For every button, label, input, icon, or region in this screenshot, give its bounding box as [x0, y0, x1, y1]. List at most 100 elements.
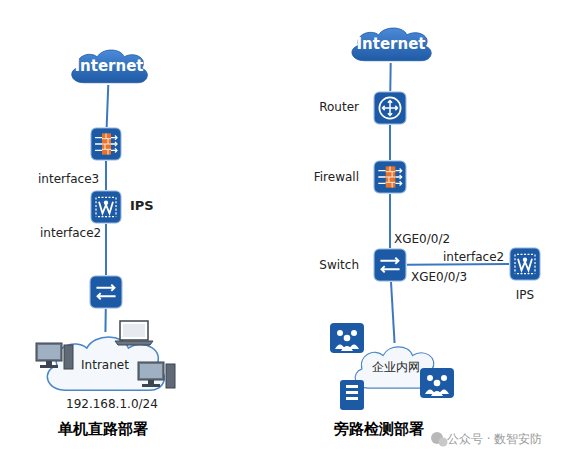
connector-line — [107, 85, 109, 127]
icon-part — [102, 133, 111, 154]
firewall-icon — [90, 127, 122, 161]
icon-part — [386, 166, 396, 187]
node-label: Internet — [67, 47, 151, 85]
icon-part — [120, 321, 148, 340]
icon-part — [91, 128, 121, 160]
desktop-computer — [138, 362, 175, 388]
icon-part — [40, 365, 58, 368]
connector-line — [390, 63, 391, 91]
icon-part — [105, 224, 107, 275]
icon-part — [140, 364, 162, 378]
node-label: Router — [319, 100, 359, 114]
icon-part — [115, 341, 153, 345]
icon-part — [510, 248, 540, 280]
icon-part — [434, 380, 441, 387]
icon-part — [346, 397, 358, 400]
icon-part — [391, 282, 395, 343]
icon-part — [166, 364, 175, 388]
device-icon — [89, 275, 123, 309]
connector-line — [391, 282, 395, 343]
port-label: interface3 — [38, 172, 99, 186]
icon-part — [344, 335, 351, 342]
port-label: XGE0/0/3 — [411, 270, 467, 284]
connector-line — [106, 224, 107, 275]
icon-part — [386, 166, 396, 187]
icon-part — [105, 161, 107, 190]
icon-part — [389, 63, 391, 91]
icon-part — [346, 385, 358, 388]
icon-part — [104, 309, 106, 332]
connector-line — [105, 309, 106, 332]
desktop-computer — [36, 343, 73, 369]
node-label: IPS — [130, 198, 154, 213]
laptop-computer — [115, 321, 153, 345]
port-label: interface2 — [443, 250, 504, 264]
icon-part — [374, 249, 406, 281]
connector-line — [390, 125, 391, 160]
internet-cloud: Internet — [67, 47, 151, 85]
icon-part — [96, 197, 116, 216]
port-label: 192.168.1.0/24 — [66, 397, 158, 411]
watermark: 公众号 · 数智安防 — [447, 431, 542, 448]
icon-part — [374, 92, 406, 124]
icon-part — [330, 323, 364, 353]
firewall-icon: Firewall — [373, 160, 407, 194]
user-group-icon — [420, 368, 454, 398]
icon-part — [380, 258, 399, 273]
icon-part — [91, 191, 121, 223]
icon-part — [123, 324, 145, 337]
node-label: Internet — [347, 25, 435, 63]
port-label: XGE0/0/2 — [394, 232, 450, 246]
connector-line — [390, 194, 391, 248]
device-icon — [90, 127, 122, 161]
icon-part — [335, 345, 359, 352]
user-group-icon — [330, 323, 364, 353]
ips-icon: IPS — [509, 247, 541, 281]
icon-part — [427, 375, 433, 381]
icon-part — [148, 380, 154, 384]
icon-part — [64, 345, 73, 369]
icon-part — [441, 375, 447, 381]
ips-icon: IPS — [90, 190, 122, 224]
icon-part — [46, 361, 52, 365]
icon-part — [90, 276, 122, 308]
icon-part — [36, 343, 62, 361]
router-icon: Router — [373, 91, 407, 125]
icon-part — [420, 368, 454, 398]
icon-part — [346, 391, 358, 394]
icon-part — [383, 101, 398, 116]
device-icon — [509, 247, 541, 281]
connector-line — [106, 161, 107, 190]
icon-part — [107, 85, 109, 127]
icon-part — [515, 254, 535, 273]
icon-part — [115, 136, 117, 153]
icon-part — [104, 200, 108, 205]
node-label: Switch — [319, 258, 359, 272]
server-icon — [340, 380, 364, 410]
icon-part — [374, 161, 406, 193]
icon-part — [340, 380, 364, 410]
icon-part — [142, 384, 160, 387]
icon-part — [389, 125, 391, 160]
caption-text: 旁路检测部署 — [334, 420, 424, 439]
node-label: IPS — [499, 288, 551, 302]
icon-part — [102, 133, 111, 154]
device-icon — [373, 91, 407, 125]
icon-part — [337, 330, 343, 336]
node-label: Firewall — [314, 170, 359, 184]
watermark-icon — [431, 432, 448, 447]
internet-cloud: Internet — [347, 25, 435, 63]
icon-part — [523, 257, 527, 262]
device-icon — [373, 248, 407, 282]
icon-part — [389, 194, 391, 248]
icon-part — [439, 438, 448, 447]
caption-text: 单机直路部署 — [58, 420, 148, 439]
icon-part — [351, 330, 357, 336]
switch-icon: Switch — [373, 248, 407, 282]
port-label: interface2 — [40, 226, 101, 240]
icon-part — [425, 390, 449, 397]
switch-icon — [89, 275, 123, 309]
device-icon — [90, 190, 122, 224]
icon-part — [38, 345, 60, 359]
icon-part — [138, 362, 164, 380]
